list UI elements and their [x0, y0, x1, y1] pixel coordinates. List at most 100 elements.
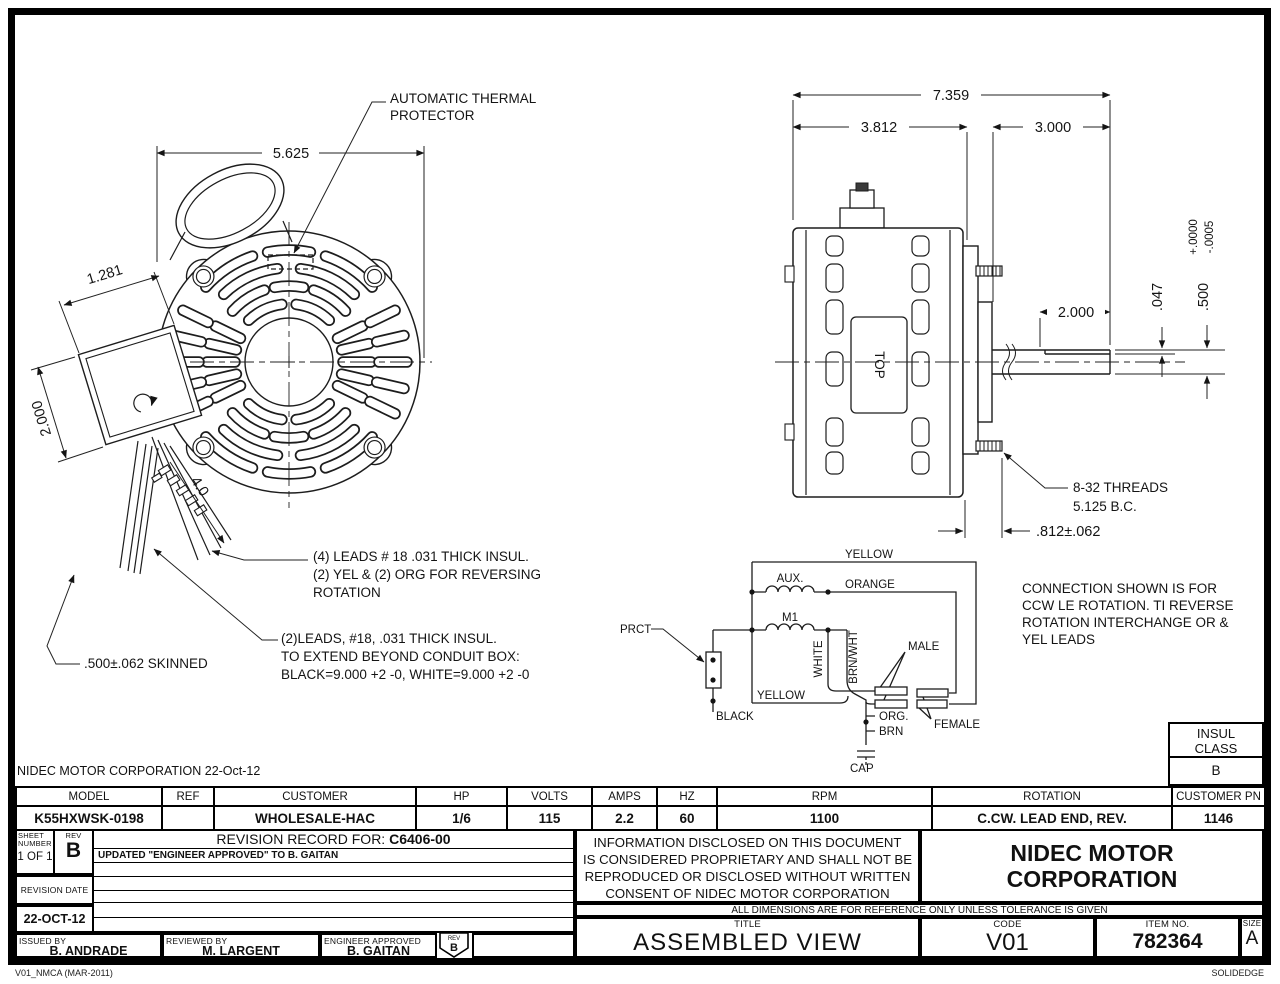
protector-label-1: AUTOMATIC THERMAL [390, 91, 537, 106]
bolt-hole [195, 268, 212, 285]
vent-slot [244, 300, 286, 325]
engineer-approved-cell: ENGINEER APPROVED B. GAITAN [320, 933, 437, 958]
wire-orange: ORANGE [845, 579, 895, 591]
size-value: A [1245, 928, 1259, 949]
female-terminal-upper [916, 688, 949, 698]
col-volts: VOLTS [506, 786, 593, 807]
company-line1: NIDEC MOTOR [1010, 840, 1174, 866]
col-model: MODEL [15, 786, 163, 807]
wire-brnwht: BRN/WHT [848, 630, 860, 684]
note-skinned: .500±.062 SKINNED [84, 656, 208, 671]
body-vent-slot [825, 299, 844, 335]
dim-3812: 3.812 [861, 120, 897, 136]
item-cell: ITEM NO. 782364 [1095, 917, 1240, 958]
spec-header-row: MODEL REF CUSTOMER HP VOLTS AMPS HZ RPM … [15, 786, 1266, 807]
body-vent-slot [911, 235, 930, 257]
rev-label: REV [65, 831, 82, 840]
revision-date-value: 22-OCT-12 [23, 912, 86, 926]
bolt-hole [195, 439, 212, 456]
spec-value-row: K55HXWSK-0198 WHOLESALE-HAC 1/6 115 2.2 … [15, 805, 1266, 831]
wire-brn: BRN [879, 726, 903, 738]
size-cell: SIZE A [1240, 917, 1264, 958]
top-boss-neck [849, 189, 875, 209]
vent-slot [263, 246, 315, 257]
body-vent-slot [825, 451, 844, 475]
front-view: 5.625 1.281 2.000 4.0 AUTOMATIC THERMAL … [29, 91, 541, 682]
threaded-studs [975, 265, 1003, 452]
col-ref: REF [161, 786, 215, 807]
issued-by-label: ISSUED BY [19, 936, 67, 946]
val-customer: WHOLESALE-HAC [213, 805, 417, 831]
rotation-arrow-icon [133, 393, 158, 413]
threads-note-1: 8-32 THREADS [1073, 480, 1168, 495]
dim-2000-front: 2.000 [29, 398, 55, 437]
vent-slot [211, 322, 245, 343]
vent-slot [219, 425, 282, 460]
vent-slot [372, 378, 408, 393]
left-tab-bottom [784, 423, 795, 441]
proprietary-line4: CONSENT OF NIDEC MOTOR CORPORATION [605, 886, 890, 901]
signoff-empty-cell [472, 933, 575, 958]
title-label: TITLE [734, 919, 761, 930]
vent-slot [178, 306, 213, 327]
footer-template-id: V01_NMCA (MAR-2011) [15, 968, 113, 978]
corporation-stamp: NIDEC MOTOR CORPORATION 22-Oct-12 [17, 764, 261, 778]
top-boss [839, 207, 885, 229]
wire-black: BLACK [716, 711, 754, 723]
company-line2: CORPORATION [1006, 866, 1178, 892]
sheet-label-2: NUMBER [18, 839, 52, 848]
sheet-value: 1 OF 1 [17, 851, 53, 863]
note-leads4-line2: (2) YEL & (2) ORG FOR REVERSING [313, 567, 541, 582]
vent-slot [309, 408, 350, 438]
note-leads4-line1: (4) LEADS # 18 .031 THICK INSUL. [313, 549, 529, 564]
company-name-cell: NIDEC MOTOR CORPORATION [920, 829, 1264, 903]
revision-date-label: REVISION DATE [20, 885, 89, 895]
engineer-approved-value: B. GAITAN [347, 944, 410, 958]
vent-slot [205, 339, 241, 354]
val-rpm: 1100 [716, 805, 933, 831]
sheet-label-1: SHEET [18, 831, 45, 840]
center-cross [283, 356, 295, 368]
female-terminal-lower [916, 699, 948, 709]
size-label: SIZE [1242, 919, 1262, 928]
record-number: C6406-00 [389, 831, 451, 847]
wiring-schematic: YELLOW AUX. ORANGE M1 PRCT WHITE BRN/WHT… [620, 549, 980, 775]
insul-label-1: INSUL [1196, 726, 1236, 741]
code-cell: CODE V01 [920, 917, 1095, 958]
col-amps: AMPS [591, 786, 658, 807]
issued-by-value: B. ANDRADE [49, 944, 128, 958]
aux-winding-label: AUX. [777, 573, 804, 585]
female-label: FEMALE [934, 719, 980, 731]
vent-slot [292, 300, 334, 325]
front-dimensions: 5.625 1.281 2.000 4.0 [29, 145, 425, 544]
col-rotation: ROTATION [931, 786, 1173, 807]
val-customer-pn: 1146 [1171, 805, 1266, 831]
proprietary-line3: REPRODUCED OR DISCLOSED WITHOUT WRITTEN [584, 869, 911, 884]
thermal-protector-outline [267, 254, 314, 270]
carry-handle [169, 163, 293, 261]
issued-by-cell: ISSUED BY B. ANDRADE [15, 933, 162, 958]
end-bell-ring [962, 245, 979, 455]
male-terminal-lower [874, 699, 908, 709]
vent-slot [244, 399, 286, 424]
insul-label-2: CLASS [1194, 741, 1238, 756]
body-vent-slot [911, 299, 930, 335]
left-tab-top [784, 265, 795, 283]
dim-7359: 7.359 [933, 88, 969, 104]
val-amps: 2.2 [591, 805, 658, 831]
tol-plus: +.0000 [1188, 219, 1200, 255]
wire-yellow-bottom: YELLOW [757, 690, 805, 702]
item-value: 782364 [1132, 930, 1203, 953]
wire-org: ORG. [879, 711, 908, 723]
code-label: CODE [993, 919, 1022, 930]
val-rotation: C.CW. LEAD END, REV. [931, 805, 1173, 831]
vent-slot [365, 397, 400, 418]
body-vent-slot [825, 263, 844, 293]
protector-label-2: PROTECTOR [390, 108, 475, 123]
connection-line2: CCW LE ROTATION. TI REVERSE [1022, 598, 1234, 613]
rev-flag-value: B [450, 942, 458, 954]
body-vent-slot [825, 235, 844, 257]
vent-slot [333, 381, 367, 402]
note-leads2-line1: (2)LEADS, #18, .031 THICK INSUL. [281, 631, 497, 646]
revision-entry: UPDATED "ENGINEER APPROVED" TO B. GAITAN [94, 848, 573, 862]
